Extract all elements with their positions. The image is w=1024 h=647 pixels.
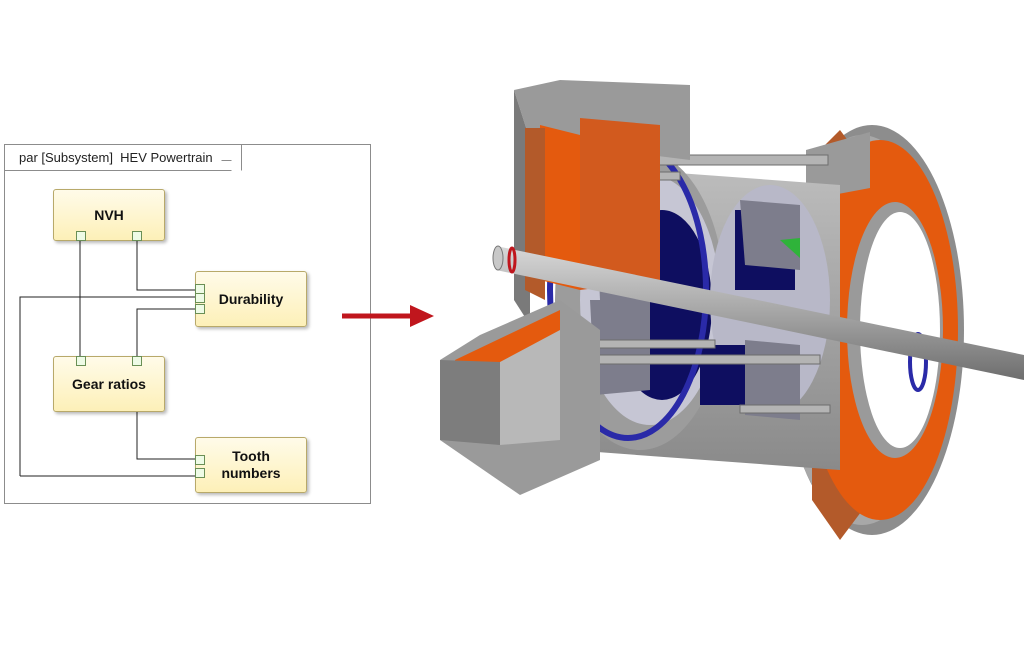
main-shaft [492, 245, 1024, 380]
port [76, 231, 86, 241]
left-housing [440, 80, 690, 495]
parametric-diagram-frame: par [Subsystem] HEV Powertrain [4, 144, 371, 504]
connector-nvh-durability [136, 241, 195, 291]
block-nvh[interactable]: NVH [53, 189, 165, 241]
block-nvh-label: NVH [94, 206, 124, 223]
connector-left-durability [19, 296, 195, 476]
port [195, 455, 205, 465]
port [132, 356, 142, 366]
port [76, 356, 86, 366]
port [195, 304, 205, 314]
port [195, 293, 205, 303]
frame-title: par [Subsystem] HEV Powertrain [5, 145, 242, 171]
block-tooth-numbers[interactable]: Tooth numbers [195, 437, 307, 493]
block-durability[interactable]: Durability [195, 271, 307, 327]
block-tooth-numbers-label: Tooth numbers [221, 448, 280, 482]
connector-gear-ratios-tooth-numbers [136, 412, 195, 460]
tooth-numbers-line1: Tooth [232, 448, 270, 464]
port [132, 231, 142, 241]
block-gear-ratios[interactable]: Gear ratios [53, 356, 165, 412]
tooth-numbers-line2: numbers [221, 465, 281, 481]
connector-gear-ratios-durability [136, 308, 195, 356]
block-durability-label: Durability [218, 290, 284, 307]
block-gear-ratios-label: Gear ratios [72, 375, 146, 392]
port [195, 468, 205, 478]
